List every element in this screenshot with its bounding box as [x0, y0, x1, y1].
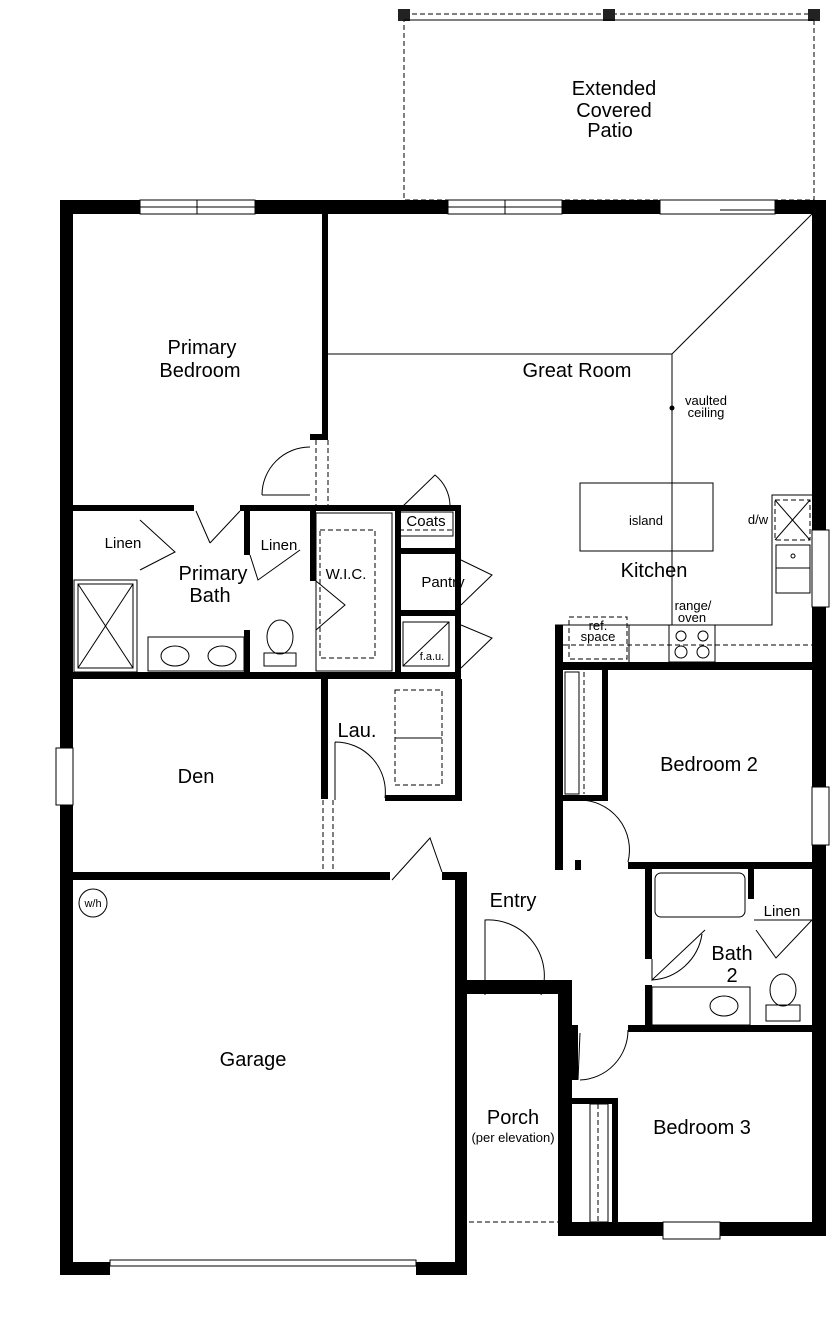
den-label: Den [178, 766, 215, 788]
kitchen-label: Kitchen [621, 560, 688, 582]
patio-label: Extended [572, 78, 657, 100]
bathtub-icon [654, 872, 746, 918]
fau-label: f.a.u. [420, 651, 444, 663]
ref-space-label-2: space [581, 629, 616, 644]
garage-label: Garage [220, 1049, 287, 1071]
fixtures [73, 213, 814, 1223]
wic-label: W.I.C. [326, 566, 367, 583]
toilet-icon [266, 619, 294, 655]
water-heater [78, 888, 108, 918]
pantry-label: Pantry [421, 574, 465, 591]
primary-bedroom-label: Primary [168, 337, 237, 359]
bath-2-label: Bath [711, 943, 752, 965]
entry-label: Entry [490, 890, 537, 912]
sink-icon [775, 544, 811, 594]
range-label-2: oven [678, 610, 706, 625]
linen-label: Linen [105, 535, 142, 552]
primary-bath-label-2: Bath [189, 585, 230, 607]
coats-label: Coats [406, 513, 445, 530]
range-label: range/ [675, 598, 712, 613]
range-icon [668, 624, 716, 663]
porch-note: (per elevation) [471, 1130, 554, 1145]
ref-space-label: ref. [589, 618, 608, 633]
vaulted-ceiling-label-2: ceiling [688, 405, 725, 420]
great-room-label: Great Room [523, 360, 632, 382]
water-heater-label: w/h [83, 898, 101, 910]
patio-label-2: Covered [576, 100, 652, 122]
primary-bedroom-label-2: Bedroom [159, 360, 240, 382]
room-labels: Extended Covered Patio Primary Bedroom G… [83, 78, 800, 1145]
bedroom-3-label: Bedroom 3 [653, 1117, 751, 1139]
patio-label-3: Patio [587, 120, 633, 142]
dishwasher-label: d/w [748, 512, 769, 527]
primary-bath-label: Primary [179, 563, 248, 585]
interior-walls [72, 214, 826, 1222]
bedroom-2-label: Bedroom 2 [660, 754, 758, 776]
island-label: island [629, 513, 663, 528]
laundry-label: Lau. [338, 720, 377, 742]
linen-label: Linen [764, 903, 801, 920]
exterior-walls [60, 200, 826, 1275]
windows [55, 199, 830, 1267]
vaulted-ceiling-label: vaulted [685, 393, 727, 408]
bath-2-label-2: 2 [726, 965, 737, 987]
porch-label: Porch [487, 1107, 539, 1129]
linen-label: Linen [261, 537, 298, 554]
island [579, 482, 714, 552]
